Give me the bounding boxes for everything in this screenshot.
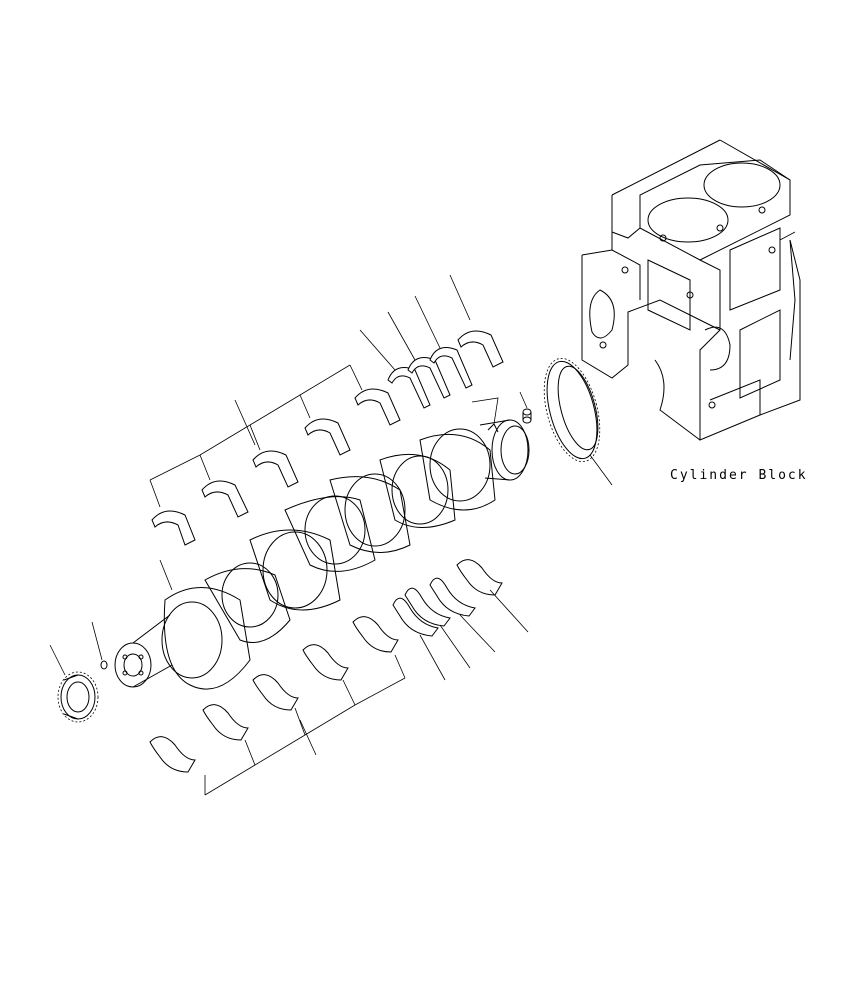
key [471,397,499,433]
dowel-pin [519,391,532,424]
lower-thrust-washers [392,577,496,681]
front-pin [91,621,108,670]
cylinder-block-label: Cylinder Block [670,468,808,483]
upper-thrust-washers [359,295,473,409]
crankshaft [114,419,530,690]
crankshaft-timing-gear [543,357,613,486]
upper-main-bearings [149,274,504,546]
cylinder-block [581,139,801,441]
front-gear [49,644,99,723]
lower-main-bearings [149,559,529,796]
